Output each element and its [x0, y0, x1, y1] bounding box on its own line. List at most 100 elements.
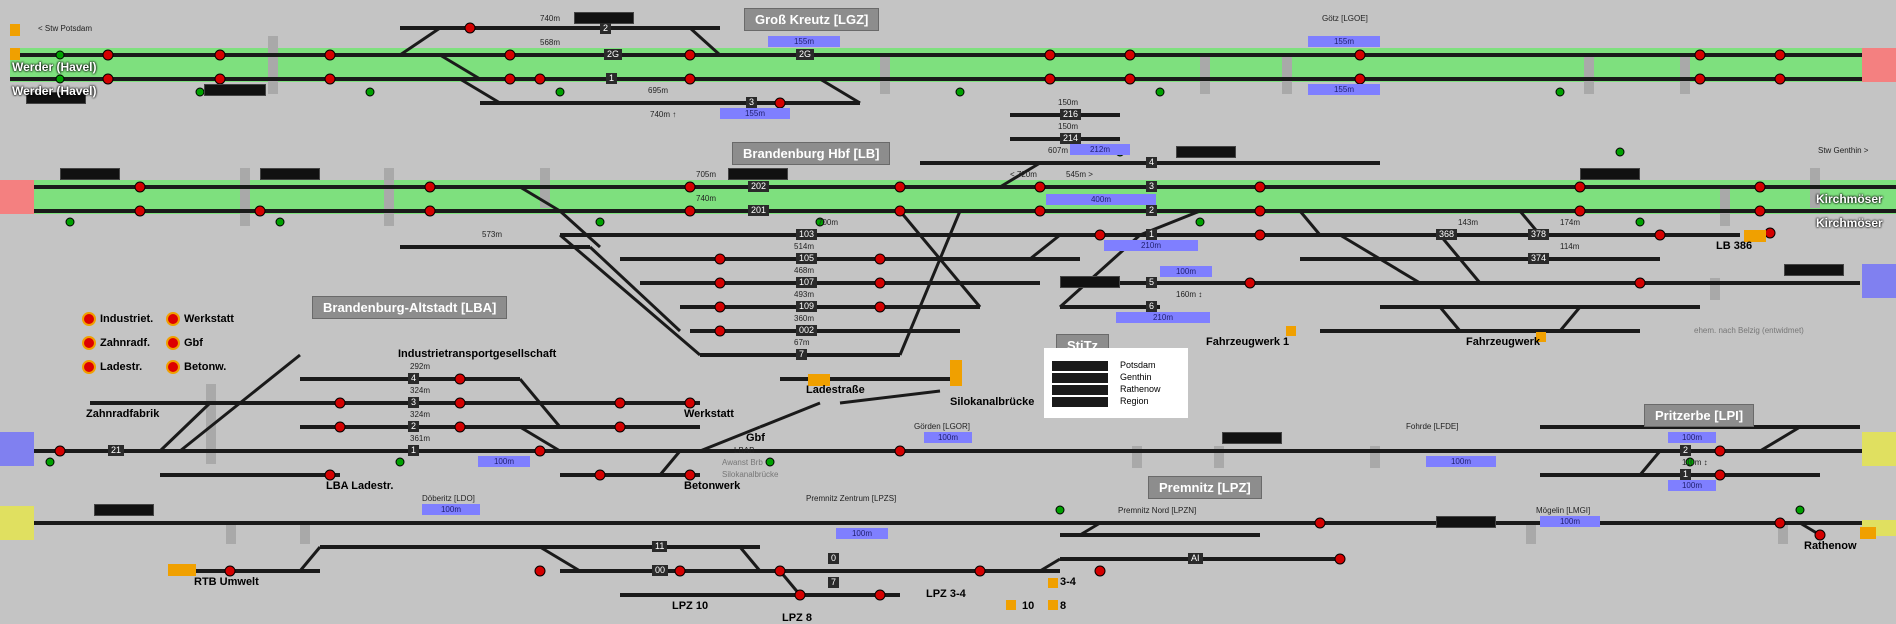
train-display [1060, 276, 1120, 288]
distance-label: 114m [1560, 242, 1580, 251]
label-lba-ladestr: LBA Ladestr. [326, 480, 394, 492]
label-lpz34: LPZ 3-4 [926, 588, 966, 600]
track-number: 2 [600, 23, 612, 34]
block-section: 155m [1308, 84, 1380, 95]
distance-label: 324m [410, 410, 431, 419]
distance-label: 150m [1058, 98, 1079, 107]
key-bulb-icon [82, 312, 96, 326]
distance-label: 695m [648, 86, 669, 95]
train-display [260, 168, 320, 180]
label-8: 8 [1060, 600, 1067, 612]
track-number: 3 [746, 97, 758, 108]
legend-row-potsdam: Potsdam [1052, 360, 1156, 371]
distance-label: 143m [1458, 218, 1479, 227]
key-bulb-icon [166, 336, 180, 350]
block-section: 210m [1116, 312, 1210, 323]
distance-label: 740m [540, 14, 561, 23]
section-markers [206, 36, 1820, 544]
legend-box: Potsdam Genthin Rathenow Region [1044, 348, 1188, 418]
distance-label: 740m [696, 194, 717, 203]
track-number: 002 [796, 325, 818, 336]
label-werder-1: Werder (Havel) [12, 60, 97, 74]
block-section: 155m [768, 36, 840, 47]
block-section: 155m [720, 108, 790, 119]
label-werder-2: Werder (Havel) [12, 84, 97, 98]
label-doeberitz: Döberitz [LDO] [422, 494, 475, 503]
track-number: 0 [828, 553, 840, 564]
track-number: 21 [108, 445, 125, 456]
track-number: 201 [748, 205, 770, 216]
train-display [1580, 168, 1640, 180]
distance-label: 292m [410, 362, 431, 371]
label-3-4: 3-4 [1060, 576, 1076, 588]
distance-label: 514m [794, 242, 815, 251]
track-number: 378 [1528, 229, 1550, 240]
label-lbab: LBAB [734, 446, 755, 455]
legend-swatch [1052, 384, 1108, 395]
label-kirchmoeser-2: Kirchmöser [1816, 216, 1883, 230]
track-number: 3 [1146, 181, 1158, 192]
track-number: 3 [408, 397, 420, 408]
track-number: 00 [652, 565, 669, 576]
key-bulb-icon [82, 336, 96, 350]
edge-marker-east-blue [1862, 264, 1896, 298]
track-number: 2 [408, 421, 420, 432]
track-number: 2G [604, 49, 623, 60]
track-number: 1 [1680, 469, 1692, 480]
train-display [1222, 432, 1282, 444]
distance-label: 705m [696, 170, 717, 179]
label-fahrzeugwerk-1: Fahrzeugwerk 1 [1206, 336, 1290, 348]
label-moegelin: Mögelin [LMGI] [1536, 506, 1591, 515]
crossover-tracks [158, 26, 1821, 596]
edge-marker-east-yellow [1862, 432, 1896, 466]
track-number: 7 [828, 577, 840, 588]
block-section: 212m [1070, 144, 1130, 155]
block-section: 210m [1104, 240, 1198, 251]
label-lpz8: LPZ 8 [782, 612, 812, 624]
distance-label: 160m ↕ [1176, 290, 1203, 299]
track-number: AI [1188, 553, 1203, 564]
station-title-brandenburg-altstadt: Brandenburg-Altstadt [LBA] [312, 296, 508, 319]
track-number: 1 [1146, 229, 1158, 240]
distance-label: 607m [1048, 146, 1069, 155]
train-display [204, 84, 266, 96]
key-industriet[interactable]: Industriet. [82, 312, 153, 326]
track-number: 6 [1146, 301, 1158, 312]
label-kirchmoeser-1: Kirchmöser [1816, 192, 1883, 206]
label-goerden: Görden [LGOR] [914, 422, 971, 431]
key-gbf[interactable]: Gbf [166, 336, 203, 350]
block-section: 100m [422, 504, 480, 515]
block-section: 155m [1308, 36, 1380, 47]
block-section: 100m [1668, 480, 1716, 491]
key-bulbs[interactable] [10, 24, 1876, 610]
signals[interactable] [45, 22, 1826, 601]
key-ladestr[interactable]: Ladestr. [82, 360, 142, 374]
edge-marker-west-yellow [0, 506, 34, 540]
station-title-gross-kreutz: Groß Kreutz [LGZ] [744, 8, 880, 31]
key-zahnradf[interactable]: Zahnradf. [82, 336, 150, 350]
distance-label: 67m [794, 338, 810, 347]
block-section: 100m [1160, 266, 1212, 277]
legend-row-genthin: Genthin [1052, 372, 1152, 383]
label-premnitz-nord: Premnitz Nord [LPZN] [1118, 506, 1197, 515]
station-title-brandenburg-hbf: Brandenburg Hbf [LB] [732, 142, 891, 165]
distance-label: 545m > [1066, 170, 1093, 179]
key-betonw[interactable]: Betonw. [166, 360, 226, 374]
distance-label: 360m [794, 314, 815, 323]
track-number: 1 [408, 445, 420, 456]
key-werkstatt[interactable]: Werkstatt [166, 312, 234, 326]
block-section: 400m [1046, 194, 1156, 205]
edge-marker-west-blue [0, 432, 34, 466]
label-10: 10 [1022, 600, 1035, 612]
distance-label: < 720m [1010, 170, 1037, 179]
distance-label: 573m [482, 230, 503, 239]
legend-swatch [1052, 360, 1108, 371]
key-bulb-icon [166, 360, 180, 374]
track-number: 109 [796, 301, 818, 312]
train-display [26, 92, 86, 104]
distance-label: 493m [794, 290, 815, 299]
label-silokanalbruecke: Silokanalbrücke [950, 396, 1035, 408]
track-number: 107 [796, 277, 818, 288]
label-lpz10: LPZ 10 [672, 600, 709, 612]
distance-label: 700m [818, 218, 839, 227]
